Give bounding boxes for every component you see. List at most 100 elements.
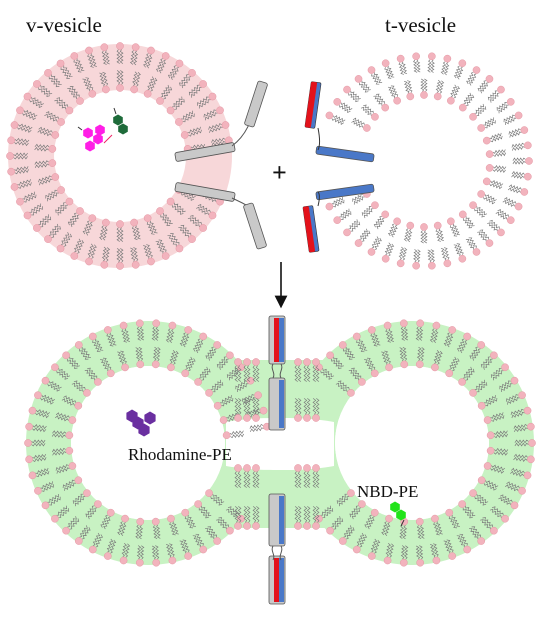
lipid-head bbox=[312, 358, 320, 366]
lipid bbox=[51, 505, 70, 523]
lipid-tail bbox=[54, 415, 69, 422]
lipid-tail bbox=[56, 97, 69, 107]
lipid-tail bbox=[482, 517, 493, 528]
lipid-tail bbox=[52, 451, 67, 456]
nbd-pe-icon bbox=[118, 123, 128, 135]
lipid-tail bbox=[132, 71, 138, 86]
lipid-tail bbox=[466, 94, 475, 106]
lipid-head bbox=[147, 46, 155, 55]
lipid-tail bbox=[502, 199, 516, 207]
lipid-head bbox=[6, 152, 14, 160]
lipid-tail bbox=[371, 73, 380, 85]
lipid-head bbox=[25, 422, 33, 431]
lipid-head bbox=[151, 360, 160, 369]
lipid-tail bbox=[61, 398, 75, 406]
lipid-head bbox=[48, 159, 57, 167]
lipid-tail bbox=[243, 398, 248, 415]
lipid-head bbox=[472, 248, 481, 256]
lipid bbox=[333, 98, 353, 113]
lipid-tail bbox=[490, 367, 502, 378]
lipid-head bbox=[303, 414, 311, 422]
lipid-tail bbox=[69, 86, 80, 98]
lipid-head bbox=[381, 103, 390, 112]
lipid bbox=[216, 517, 234, 535]
lipid-tail bbox=[490, 180, 504, 187]
lipid bbox=[343, 85, 361, 103]
lipid bbox=[403, 80, 415, 101]
lipid-head bbox=[51, 173, 60, 181]
lipid-head bbox=[393, 217, 401, 226]
lipid bbox=[351, 117, 371, 132]
lipid-tail bbox=[443, 540, 451, 554]
lipid-head bbox=[166, 106, 175, 115]
lipid-tail bbox=[348, 369, 359, 381]
lipid-tail bbox=[465, 368, 475, 381]
lipid-head bbox=[469, 489, 477, 497]
lipid bbox=[381, 350, 393, 372]
lipid-tail bbox=[62, 479, 75, 489]
lipid bbox=[465, 237, 481, 256]
t-snare-tm-lower-body bbox=[315, 183, 375, 201]
lipid-head bbox=[180, 131, 189, 139]
lipid-tail bbox=[446, 539, 454, 553]
lipid bbox=[44, 69, 62, 88]
lipid-tail bbox=[17, 179, 31, 186]
lipid-head bbox=[433, 92, 442, 101]
lipid-tail bbox=[436, 521, 443, 535]
lipid-head bbox=[28, 471, 37, 480]
lipid-head bbox=[168, 321, 177, 330]
lipid-tail bbox=[101, 50, 107, 65]
lipid bbox=[511, 141, 532, 151]
lipid-tail bbox=[340, 102, 353, 111]
lipid-tail bbox=[453, 244, 461, 257]
lipid-tail bbox=[56, 467, 70, 474]
lipid-tail bbox=[216, 519, 227, 530]
lipid bbox=[117, 350, 129, 372]
lipid bbox=[326, 351, 344, 369]
v-snare-tm-upper-body bbox=[174, 142, 236, 162]
lipid bbox=[56, 232, 73, 253]
lipid-tail bbox=[29, 99, 43, 109]
lipid-head bbox=[428, 52, 436, 61]
lipid bbox=[129, 43, 140, 66]
lipid-tail bbox=[398, 246, 405, 260]
lipid-tail bbox=[505, 394, 519, 402]
lipid-head bbox=[518, 391, 526, 399]
lipid-tail bbox=[225, 508, 238, 518]
lipid-tail bbox=[511, 145, 525, 151]
lipid-head bbox=[88, 332, 97, 341]
lipid-tail bbox=[384, 67, 392, 79]
lipid-head bbox=[222, 431, 231, 440]
lipid-head bbox=[41, 501, 50, 510]
lipid-head bbox=[338, 341, 347, 349]
lipid bbox=[196, 203, 217, 220]
lipid-tail bbox=[363, 104, 374, 114]
snare-complex-red bbox=[274, 318, 279, 362]
lipid bbox=[431, 514, 443, 536]
lipid-head bbox=[65, 431, 74, 440]
lipid bbox=[513, 453, 535, 464]
lipid-tail bbox=[32, 424, 47, 430]
lipid-tail bbox=[135, 72, 141, 87]
lipid-tail bbox=[400, 545, 406, 560]
lipid-tail bbox=[376, 217, 385, 230]
lipid-tail bbox=[163, 86, 173, 100]
lipid-tail bbox=[184, 516, 194, 529]
lipid bbox=[37, 126, 60, 139]
lipid-tail bbox=[135, 347, 140, 362]
lipid-tail bbox=[315, 365, 320, 382]
snare-complex bbox=[268, 493, 286, 605]
lipid-tail bbox=[294, 398, 299, 415]
lipid bbox=[458, 92, 475, 112]
lipid-tail bbox=[505, 484, 519, 492]
lipid bbox=[181, 356, 196, 378]
lipid-tail bbox=[463, 366, 473, 379]
lipid bbox=[364, 508, 379, 530]
lipid-head bbox=[51, 363, 59, 372]
lipid-head bbox=[161, 52, 170, 60]
lipid-head bbox=[199, 80, 207, 88]
lipid-head bbox=[161, 252, 170, 260]
lipid-tail bbox=[151, 545, 157, 560]
lipid-head bbox=[400, 360, 409, 369]
lipid bbox=[116, 70, 124, 92]
